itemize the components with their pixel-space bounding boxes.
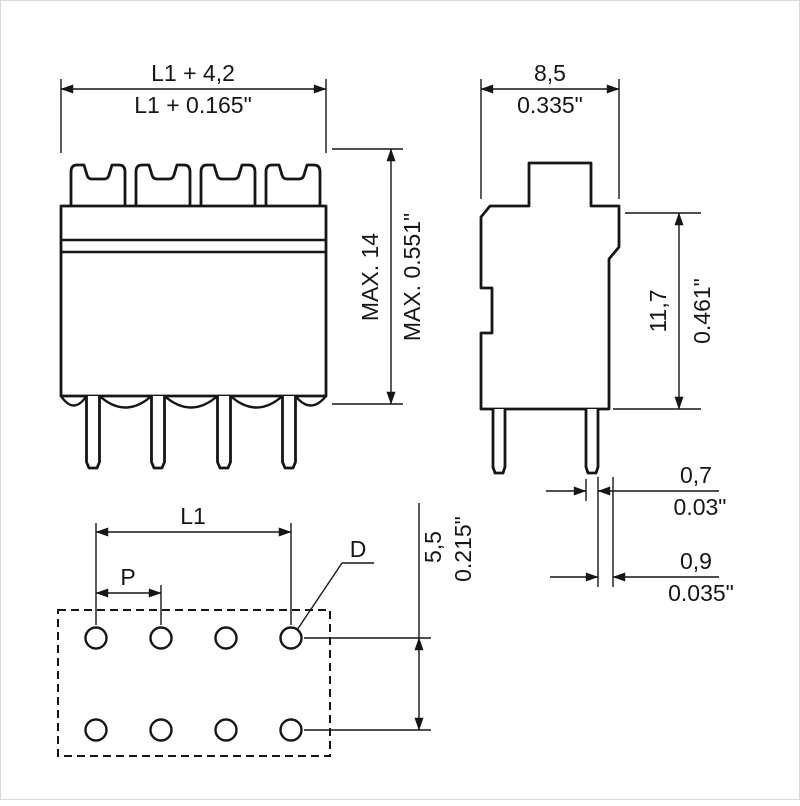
footprint-pitch-dimension: P	[95, 564, 162, 625]
side-height-mm-label: 11,7	[645, 289, 671, 332]
actuator	[199, 163, 257, 207]
front-height-dimension: MAX. 14 MAX. 0.551"	[332, 148, 425, 405]
pin-width-inch-label: 0.03"	[674, 494, 727, 520]
solder-pin	[281, 396, 297, 470]
solder-pin	[491, 409, 507, 475]
front-height-inch-label: MAX. 0.551"	[399, 213, 425, 341]
side-width-dimension: 8,5 0.335"	[480, 60, 620, 199]
solder-pin	[216, 396, 232, 470]
actuator	[69, 163, 127, 207]
pin-depth-mm-label: 0,9	[680, 548, 712, 574]
front-view	[59, 163, 328, 470]
pin-depth-inch-label: 0.035"	[668, 580, 734, 606]
footprint-view	[57, 609, 331, 757]
pin-width-mm-label: 0,7	[680, 462, 712, 488]
hole-diameter-callout: D	[296, 536, 374, 631]
front-width-mm-label: L1 + 4,2	[151, 60, 235, 86]
actuator	[134, 163, 192, 207]
housing-body	[59, 204, 328, 398]
leader-line	[296, 562, 343, 631]
solder-pin	[584, 409, 600, 475]
pin-depth-dimension: 0,9 0.035"	[550, 477, 734, 606]
drill-hole	[214, 718, 238, 742]
side-width-inch-label: 0.335"	[517, 92, 583, 118]
drill-hole	[149, 718, 173, 742]
footprint-span-label: L1	[180, 503, 206, 529]
row-spacing-dimension: 5,5 0.215"	[304, 503, 476, 731]
side-height-dimension: 11,7 0.461"	[613, 212, 715, 410]
footprint-outline	[57, 609, 331, 757]
drill-hole	[279, 718, 303, 742]
housing-bottom-scallops	[60, 395, 327, 409]
front-width-dimension: L1 + 4,2 L1 + 0.165"	[60, 60, 327, 153]
front-width-inch-label: L1 + 0.165"	[134, 92, 252, 118]
drill-hole	[84, 626, 108, 650]
solder-pin	[150, 396, 166, 470]
hole-diameter-label: D	[350, 536, 367, 562]
side-profile	[479, 161, 621, 411]
solder-pin	[85, 396, 101, 470]
row-spacing-inch-label: 0.215"	[450, 516, 476, 582]
drill-hole	[279, 626, 303, 650]
front-height-mm-label: MAX. 14	[357, 233, 383, 321]
footprint-pitch-label: P	[120, 564, 135, 590]
drill-hole	[149, 626, 173, 650]
side-view	[479, 161, 621, 475]
side-width-mm-label: 8,5	[534, 60, 566, 86]
pin-width-dimension: 0,7 0.03"	[546, 462, 726, 587]
drill-hole	[214, 626, 238, 650]
drill-hole	[84, 718, 108, 742]
footprint-span-dimension: L1	[95, 503, 292, 625]
actuator	[264, 163, 322, 207]
side-height-inch-label: 0.461"	[689, 278, 715, 344]
row-spacing-mm-label: 5,5	[420, 531, 446, 563]
